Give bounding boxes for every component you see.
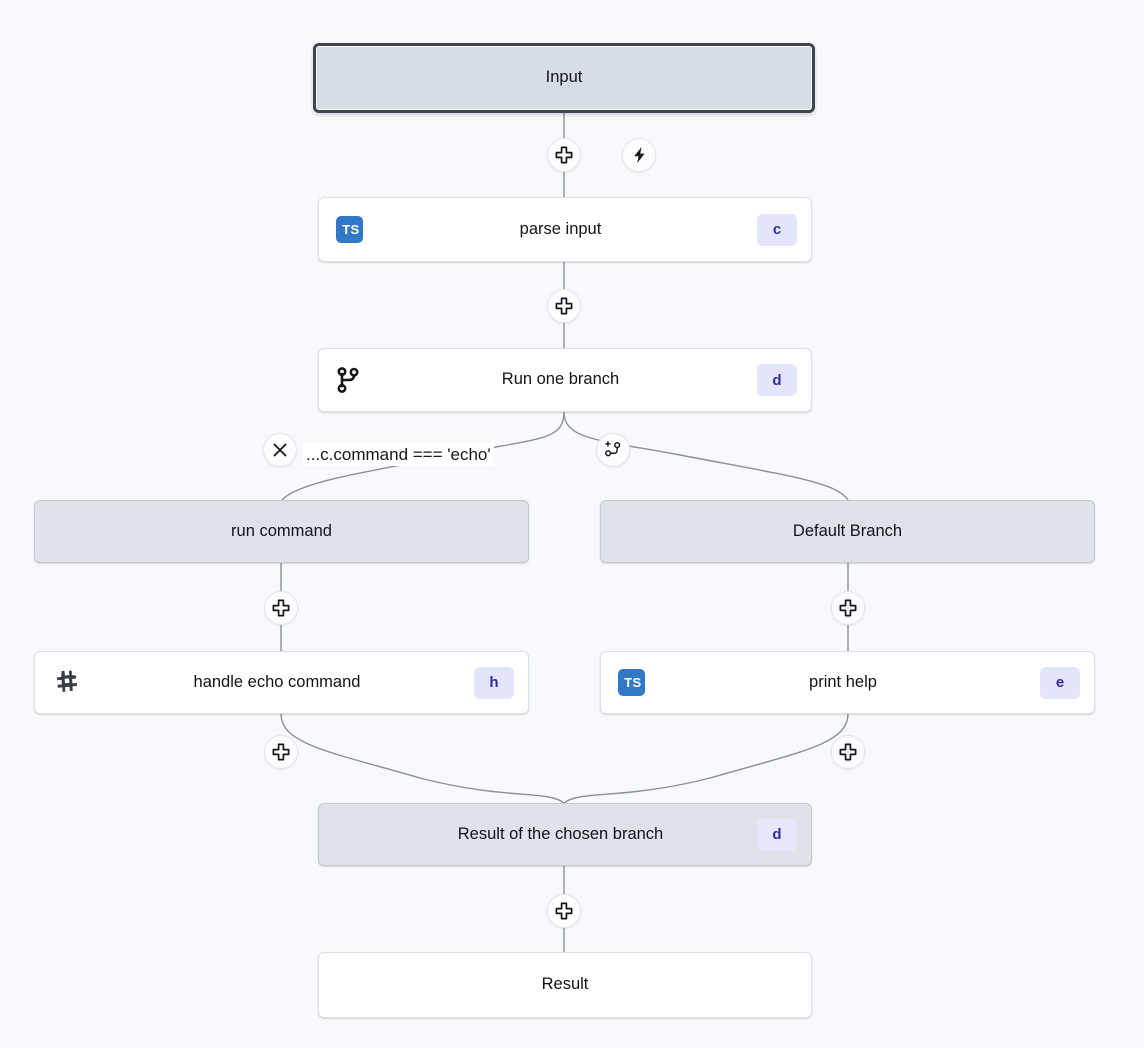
typescript-icon: TS: [616, 668, 646, 698]
node-label-result: Result: [541, 975, 589, 994]
node-label-default-branch: Default Branch: [792, 521, 903, 540]
node-label-parse-input: parse input: [519, 219, 602, 238]
node-result-of-chosen-branch[interactable]: Result of the chosen branch d: [318, 803, 812, 866]
add-step-button-runcommand-handleecho[interactable]: [264, 591, 298, 625]
add-step-button-input-parse[interactable]: [547, 138, 581, 172]
node-label-print-help: print help: [809, 672, 877, 691]
branch-icon: [334, 365, 364, 395]
node-badge-print-help[interactable]: e: [1040, 666, 1080, 699]
branch-condition-label[interactable]: ...c.command === 'echo': [303, 443, 494, 467]
node-parse-input[interactable]: TS parse input c: [318, 197, 812, 262]
node-run-one-branch[interactable]: Run one branch d: [318, 348, 812, 412]
node-print-help[interactable]: TS print help e: [600, 651, 1095, 714]
edge-printhelp-to-result: [563, 713, 849, 804]
node-label-run-command: run command: [231, 521, 332, 540]
node-badge-placeholder: [782, 63, 812, 93]
plus-icon: [839, 599, 857, 617]
node-badge-placeholder: [781, 970, 811, 1000]
typescript-icon: TS: [334, 215, 364, 245]
node-icon-placeholder: [334, 820, 364, 850]
add-step-button-parse-branch[interactable]: [547, 289, 581, 323]
node-badge-result-of-chosen-branch[interactable]: d: [757, 818, 797, 851]
edge-handleecho-to-result: [280, 713, 565, 804]
node-handle-echo-command[interactable]: handle echo command h: [34, 651, 529, 714]
add-step-button-defaultbranch-printhelp[interactable]: [831, 591, 865, 625]
add-step-button-result-out[interactable]: [547, 894, 581, 928]
node-default-branch[interactable]: Default Branch: [600, 500, 1095, 563]
typescript-icon-text: TS: [617, 669, 645, 696]
node-run-command[interactable]: run command: [34, 500, 529, 563]
node-label-run-one-branch: Run one branch: [501, 370, 620, 389]
trigger-button[interactable]: [622, 138, 656, 172]
typescript-icon-text: TS: [335, 216, 363, 243]
node-input[interactable]: Input: [313, 43, 815, 113]
add-step-button-handleecho-result[interactable]: [264, 735, 298, 769]
puzzle-icon: [50, 668, 80, 698]
plus-icon: [839, 743, 857, 761]
node-result[interactable]: Result: [318, 952, 812, 1018]
close-icon: [273, 443, 287, 457]
add-branch-button[interactable]: [596, 433, 630, 467]
add-branch-icon: [605, 441, 621, 457]
node-label-handle-echo-command: handle echo command: [193, 672, 361, 691]
node-badge-run-one-branch[interactable]: d: [757, 364, 797, 396]
node-badge-placeholder: [498, 517, 528, 547]
node-icon-placeholder: [331, 63, 361, 93]
add-step-button-printhelp-result[interactable]: [831, 735, 865, 769]
node-label-input: Input: [545, 68, 583, 87]
plus-icon: [272, 599, 290, 617]
node-badge-parse-input[interactable]: c: [757, 213, 797, 246]
plus-icon: [555, 297, 573, 315]
remove-branch-button[interactable]: [263, 433, 297, 467]
plus-icon: [555, 146, 573, 164]
node-badge-placeholder: [1064, 517, 1094, 547]
node-icon-placeholder: [50, 517, 80, 547]
plus-icon: [272, 743, 290, 761]
node-badge-handle-echo-command[interactable]: h: [474, 666, 514, 699]
node-label-result-of-chosen-branch: Result of the chosen branch: [457, 824, 664, 843]
node-icon-placeholder: [334, 970, 364, 1000]
plus-icon: [555, 902, 573, 920]
lightning-icon: [633, 147, 645, 163]
node-icon-placeholder: [616, 517, 646, 547]
